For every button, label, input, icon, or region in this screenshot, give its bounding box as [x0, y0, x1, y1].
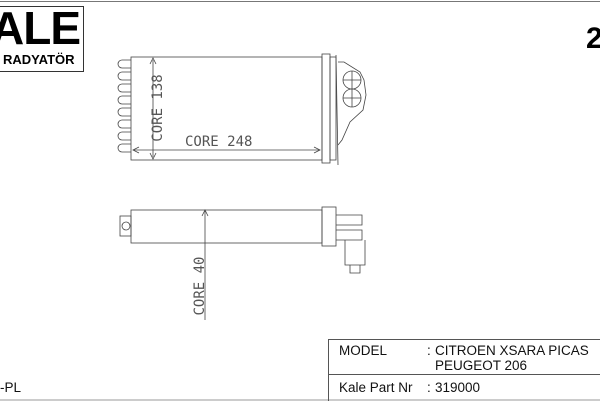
- part-label: Kale Part Nr: [339, 380, 413, 395]
- kale-logo: ALE RADYATÖR: [0, 2, 84, 72]
- tube-ends: [117, 59, 131, 153]
- model-label: MODEL: [339, 343, 388, 358]
- model-separator: :: [427, 343, 431, 358]
- sheet-number: 2: [586, 22, 600, 55]
- info-table: MODEL : CITROEN XSARA PICAS PEUGEOT 206 …: [328, 339, 600, 401]
- front-view: [117, 53, 367, 166]
- drawing-code-suffix: -PL: [0, 380, 22, 395]
- flange: [335, 54, 367, 166]
- top-border-line: [0, 1, 600, 2]
- side-view: [119, 206, 366, 320]
- dim-label-core-width: CORE 248: [185, 134, 253, 150]
- model-value-2: PEUGEOT 206: [435, 358, 528, 373]
- logo-brand: ALE: [0, 2, 81, 54]
- header-tank: [321, 53, 331, 164]
- dim-label-core-height: CORE 138: [150, 74, 166, 142]
- dim-label-core-depth: CORE 40: [192, 256, 208, 316]
- model-value-1: CITROEN XSARA PICAS: [435, 343, 589, 358]
- row-divider: [329, 374, 600, 375]
- part-separator: :: [427, 380, 431, 395]
- part-number: 319000: [435, 380, 481, 395]
- logo-subtitle: RADYATÖR: [3, 52, 75, 67]
